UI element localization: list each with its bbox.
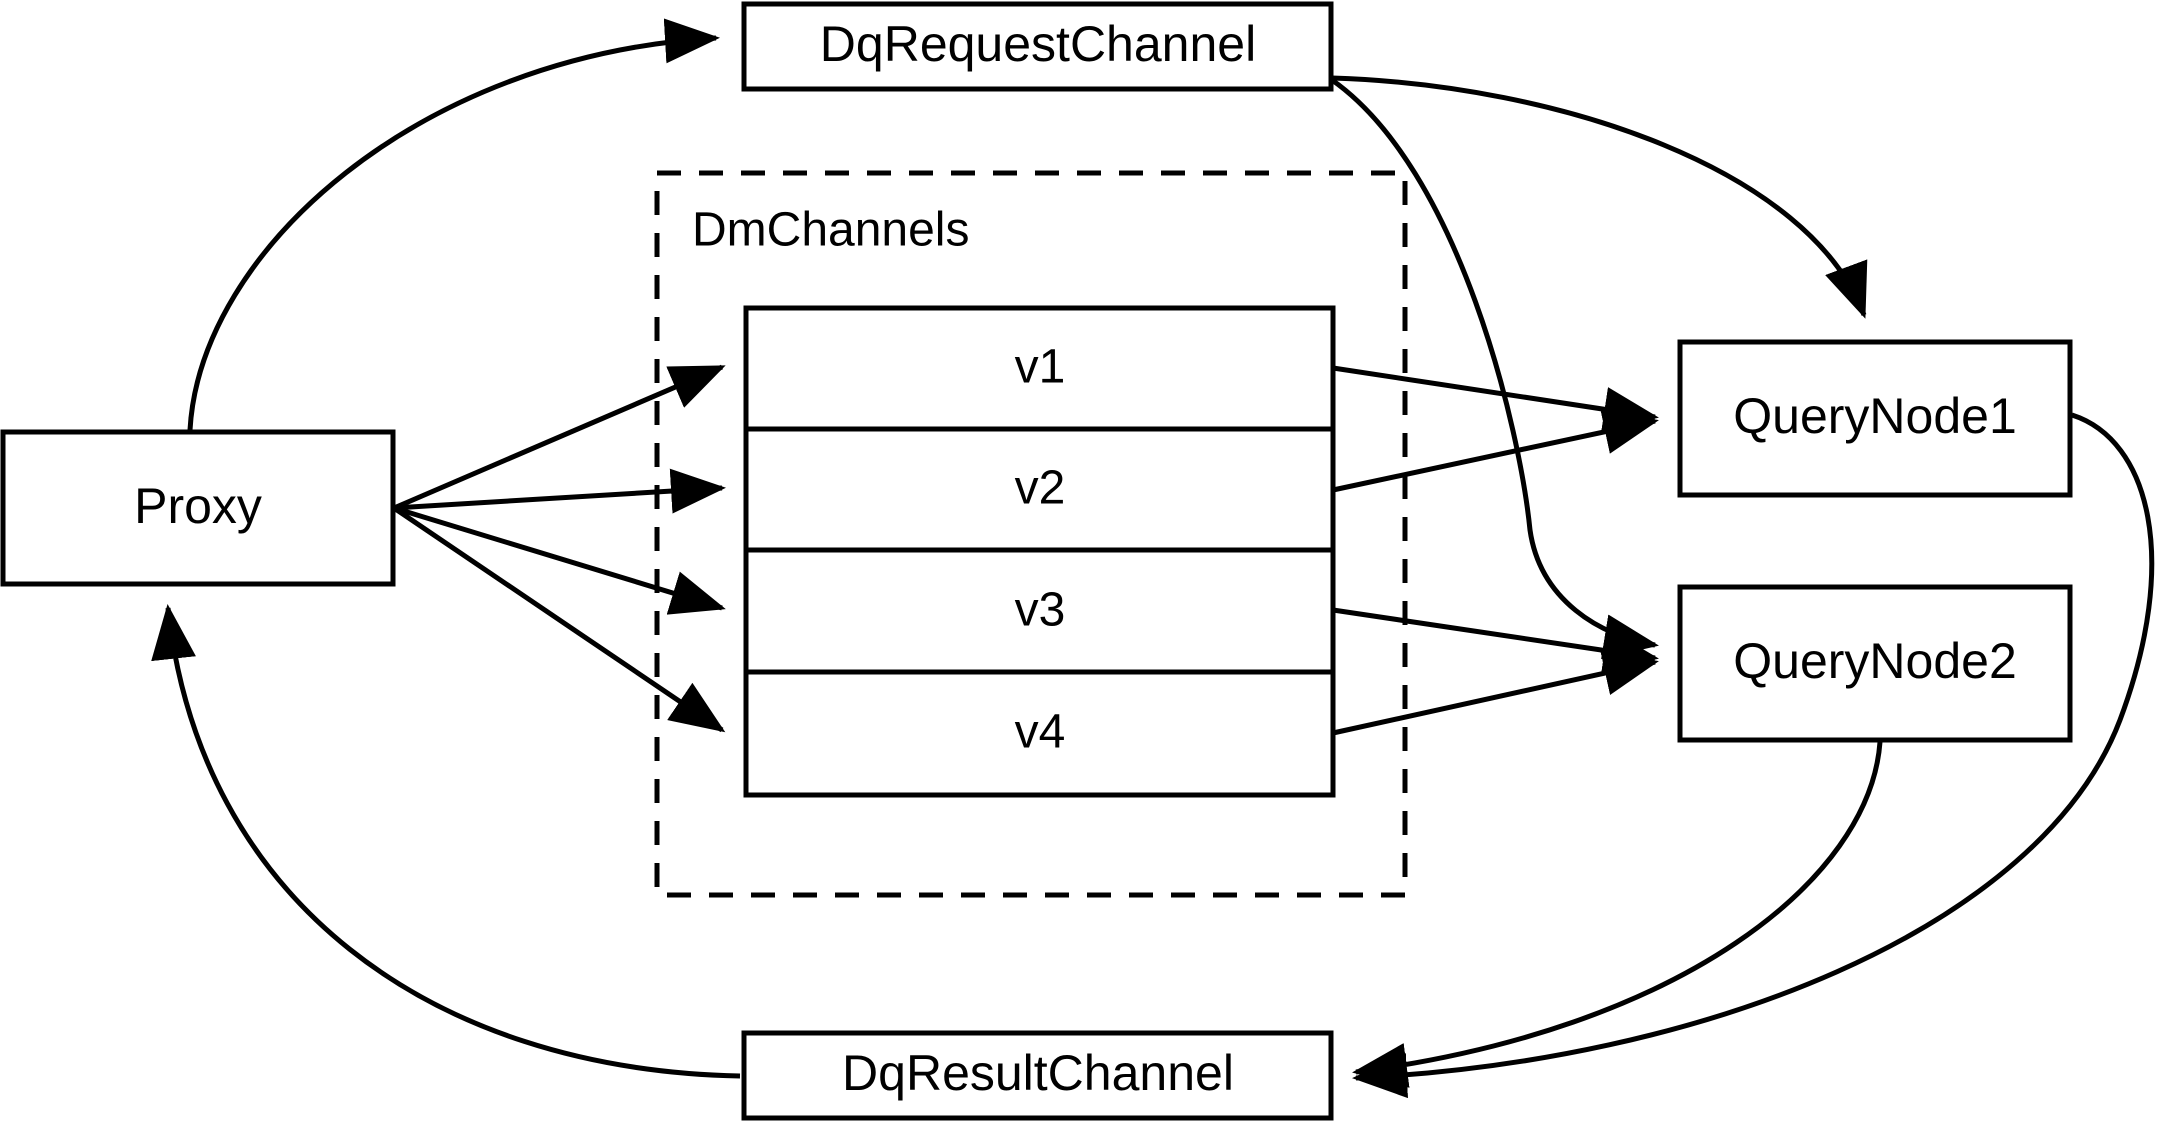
dmchannel-row-v2-label: v2	[1015, 462, 1066, 515]
edge-proxy-to-v2	[393, 468, 726, 514]
edge-v1-to-querynode1	[1332, 365, 1659, 432]
proxy-box[interactable]	[0, 429, 396, 587]
querynode2-label: QueryNode2	[1733, 633, 2017, 689]
querynode2-box[interactable]	[1677, 584, 2073, 743]
edge-proxy-to-v4	[392, 505, 726, 733]
edge-querynode1-to-dqresultchannel	[1352, 412, 2155, 1099]
dmchannels-group-box	[654, 170, 1408, 898]
edge-dqrequestchannel-to-querynode2	[1330, 77, 1659, 659]
edge-v4-to-querynode2	[1332, 651, 1659, 736]
dmchannels-group-label: DmChannels	[692, 204, 969, 257]
dqresultchannel-label: DqResultChannel	[842, 1045, 1234, 1101]
edge-dqresultchannel-to-proxy	[151, 604, 741, 1079]
dqrequestchannel-box[interactable]	[741, 1, 1334, 92]
dmchannel-row-v3-label: v3	[1015, 584, 1066, 637]
edge-dqrequestchannel-to-querynode1	[1331, 75, 1868, 319]
querynode1-box[interactable]	[1677, 339, 2073, 498]
edge-proxy-to-v1	[393, 364, 726, 511]
dmchannel-row-v1-label: v1	[1015, 341, 1066, 394]
edge-v3-to-querynode2	[1332, 607, 1659, 673]
proxy-label: Proxy	[134, 478, 262, 534]
dqrequestchannel-label: DqRequestChannel	[820, 16, 1256, 72]
dqresultchannel-box[interactable]	[741, 1030, 1334, 1121]
edge-proxy-to-v3	[393, 505, 726, 615]
edge-proxy-to-dqrequestchannel	[187, 18, 720, 431]
querynode1-label: QueryNode1	[1733, 388, 2017, 444]
dmchannel-row-v4-label: v4	[1015, 706, 1066, 759]
edge-querynode2-to-dqresultchannel	[1352, 741, 1883, 1088]
edge-v2-to-querynode1	[1332, 409, 1659, 493]
